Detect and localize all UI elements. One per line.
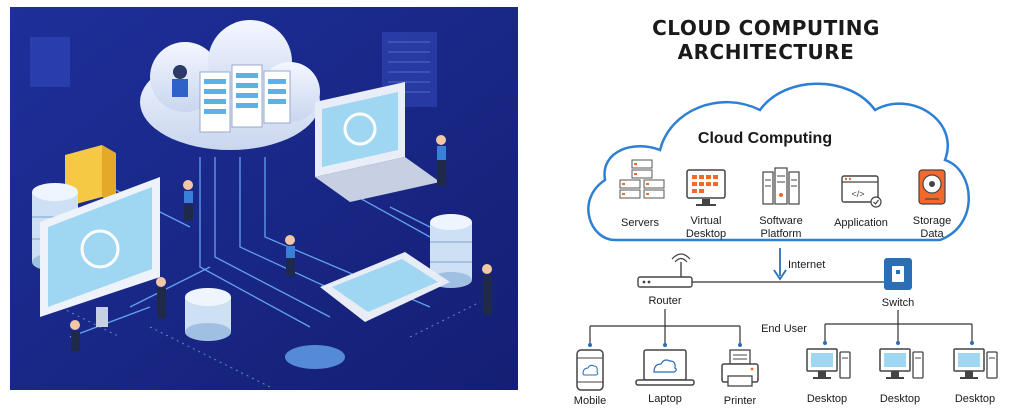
diagram-title-line1: CLOUD COMPUTING — [652, 16, 880, 40]
printer-icon — [721, 349, 759, 387]
monitor-icon — [686, 169, 726, 206]
internet-label: Internet — [788, 259, 825, 271]
device-label-mobile: Mobile — [574, 395, 606, 407]
service-label-servers: Servers — [621, 217, 659, 229]
device-label-desktop-2: Desktop — [880, 393, 920, 405]
service-label-desktop: Desktop — [686, 228, 726, 240]
laptop-icon — [635, 349, 695, 386]
diagram-title-line2: ARCHITECTURE — [677, 40, 855, 64]
laptop-icon — [315, 82, 440, 202]
smartphone-platform-icon — [320, 252, 450, 322]
router-icon — [637, 253, 693, 288]
device-label-desktop-3: Desktop — [955, 393, 995, 405]
server-rack-icon — [619, 159, 665, 199]
cloud-server-icon — [140, 20, 320, 150]
internet-arrow — [773, 248, 787, 281]
mobile-phone-icon — [576, 349, 604, 391]
application-window-icon: </> — [841, 175, 882, 208]
hard-drive-icon — [918, 169, 946, 205]
switch-icon — [884, 258, 912, 290]
end-user-label: End User — [761, 323, 807, 335]
switch-label: Switch — [882, 297, 914, 309]
cloud-label: Cloud Computing — [698, 130, 832, 147]
desktop-computer-icon — [953, 348, 998, 379]
desktop-computer-icon — [806, 348, 851, 379]
service-label-application: Application — [834, 217, 888, 229]
svg-text:</>: </> — [851, 189, 864, 199]
service-label-virtual: Virtual — [691, 215, 722, 227]
isometric-cloud-illustration — [10, 7, 518, 390]
database-icon — [185, 288, 231, 341]
device-label-desktop-1: Desktop — [807, 393, 847, 405]
service-label-storage: Storage — [913, 215, 952, 227]
service-label-software: Software — [759, 215, 802, 227]
software-platform-icon — [762, 167, 800, 205]
device-label-printer: Printer — [724, 395, 757, 407]
desktop-computer-icon — [879, 348, 924, 379]
service-label-platform: Platform — [761, 228, 802, 240]
monitor-icon — [40, 177, 160, 327]
architecture-diagram: CLOUD COMPUTING ARCHITECTURE Cloud Compu… — [520, 0, 1012, 418]
router-label: Router — [648, 295, 681, 307]
service-label-data: Data — [920, 228, 944, 240]
device-label-laptop: Laptop — [648, 393, 682, 405]
